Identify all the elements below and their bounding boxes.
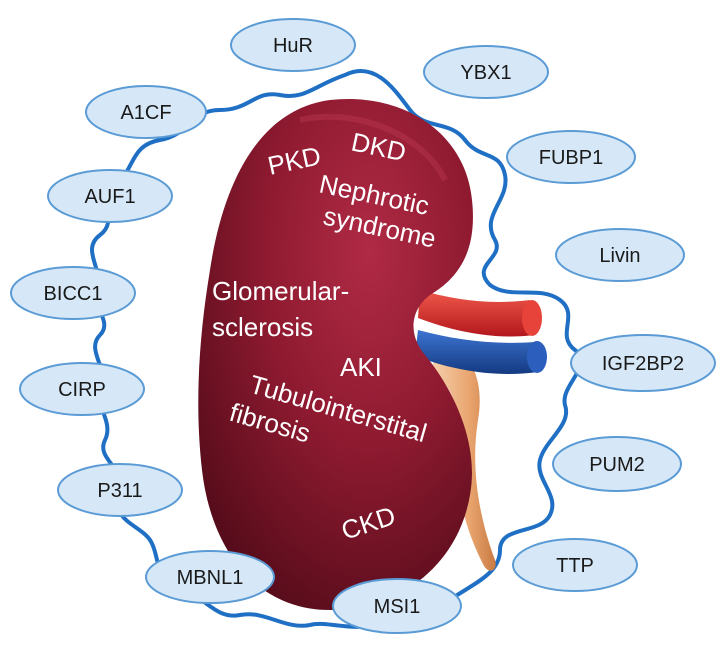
protein-bicc1: BICC1	[10, 266, 136, 320]
disease-glomerular-line1: Glomerular-	[212, 276, 349, 306]
protein-label: TTP	[556, 555, 594, 577]
protein-a1cf: A1CF	[85, 85, 207, 139]
artery-end	[522, 300, 542, 336]
protein-auf1: AUF1	[47, 169, 173, 223]
protein-ybx1: YBX1	[423, 45, 549, 99]
protein-label: Livin	[599, 245, 640, 267]
protein-fubp1: FUBP1	[506, 130, 636, 184]
protein-p311: P311	[57, 463, 183, 517]
protein-label: YBX1	[460, 62, 511, 84]
protein-ttp: TTP	[512, 538, 638, 592]
protein-label: BICC1	[44, 283, 103, 305]
vein	[415, 330, 538, 375]
protein-cirp: CIRP	[19, 362, 145, 416]
disease-glomerular-line2: sclerosis	[212, 312, 313, 342]
artery	[418, 290, 535, 337]
protein-mbnl1: MBNL1	[145, 550, 275, 604]
kidney	[198, 98, 473, 610]
protein-livin: Livin	[555, 228, 685, 282]
disease-aki: AKI	[340, 352, 382, 382]
protein-label: MSI1	[374, 596, 421, 618]
vein-end	[527, 341, 547, 373]
protein-label: CIRP	[58, 379, 106, 401]
protein-msi1: MSI1	[332, 578, 462, 634]
protein-label: P311	[97, 480, 142, 502]
protein-label: MBNL1	[177, 567, 244, 589]
protein-igf2bp2: IGF2BP2	[570, 334, 716, 392]
protein-label: FUBP1	[539, 147, 603, 169]
protein-label: PUM2	[589, 454, 645, 476]
protein-label: IGF2BP2	[602, 353, 684, 375]
protein-label: HuR	[273, 35, 313, 57]
protein-pum2: PUM2	[552, 436, 682, 492]
protein-label: A1CF	[120, 102, 171, 124]
protein-label: AUF1	[84, 186, 135, 208]
protein-hur: HuR	[230, 18, 356, 72]
